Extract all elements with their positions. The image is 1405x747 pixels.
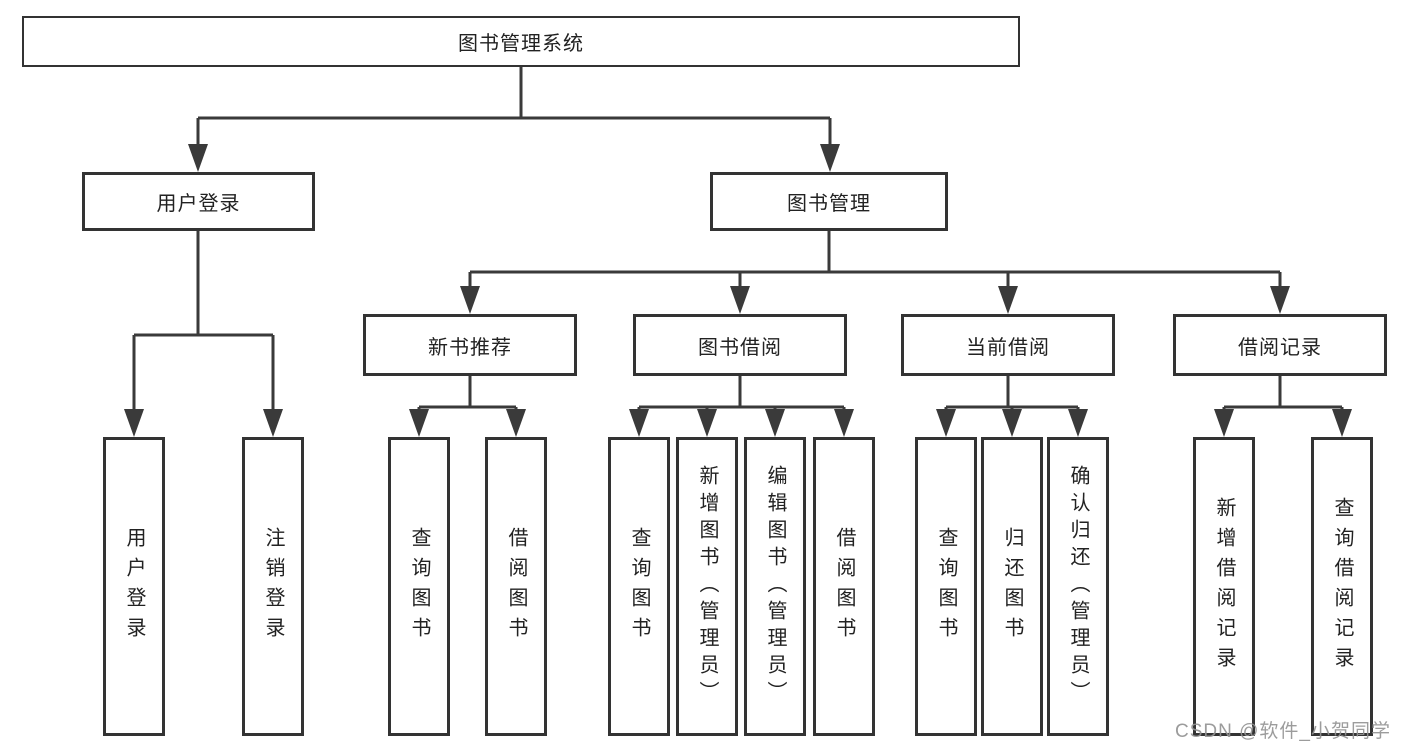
node-borrow-record-label: 借阅记录: [1238, 336, 1322, 359]
leaf-borrow-borrow-book-label: 借阅图书: [833, 526, 855, 647]
node-current-borrow-label: 当前借阅: [966, 336, 1050, 359]
leaf-edit-book-admin-label: 编辑图书（管理员）: [764, 465, 786, 708]
arrowheads: [124, 144, 1352, 437]
leaf-add-borrow-record: 新增借阅记录: [1193, 437, 1255, 736]
leaf-borrow-borrow-book: 借阅图书: [813, 437, 875, 736]
node-root-label: 图书管理系统: [458, 33, 584, 55]
node-user-login: 用户登录: [82, 172, 315, 231]
leaf-recommend-borrow-book: 借阅图书: [485, 437, 547, 736]
node-current-borrow: 当前借阅: [901, 314, 1115, 376]
leaf-return-book-label: 归还图书: [1001, 526, 1023, 647]
node-book-borrow-label: 图书借阅: [698, 336, 782, 359]
node-root: 图书管理系统: [22, 16, 1020, 67]
leaf-add-borrow-record-label: 新增借阅记录: [1213, 496, 1235, 677]
leaf-confirm-return-admin-label: 确认归还（管理员）: [1067, 465, 1089, 708]
leaf-recommend-query-book-label: 查询图书: [408, 526, 430, 647]
node-user-login-label: 用户登录: [156, 193, 241, 215]
node-borrow-record: 借阅记录: [1173, 314, 1387, 376]
leaf-current-query-book: 查询图书: [915, 437, 977, 736]
leaf-current-query-book-label: 查询图书: [935, 526, 957, 647]
leaf-logout: 注销登录: [242, 437, 304, 736]
leaf-return-book: 归还图书: [981, 437, 1043, 736]
leaf-recommend-query-book: 查询图书: [388, 437, 450, 736]
leaf-add-book-admin-label: 新增图书（管理员）: [696, 465, 718, 708]
leaf-query-borrow-record-label: 查询借阅记录: [1331, 496, 1353, 677]
node-book-borrow: 图书借阅: [633, 314, 847, 376]
leaf-borrow-query-book-label: 查询图书: [628, 526, 650, 647]
leaf-add-book-admin: 新增图书（管理员）: [676, 437, 738, 736]
leaf-confirm-return-admin: 确认归还（管理员）: [1047, 437, 1109, 736]
node-new-book-recommend-label: 新书推荐: [428, 336, 512, 359]
leaf-borrow-query-book: 查询图书: [608, 437, 670, 736]
node-book-management-label: 图书管理: [787, 193, 871, 215]
leaf-edit-book-admin: 编辑图书（管理员）: [744, 437, 806, 736]
leaf-user-login: 用户登录: [103, 437, 165, 736]
node-new-book-recommend: 新书推荐: [363, 314, 577, 376]
node-book-management: 图书管理: [710, 172, 948, 231]
leaf-logout-label: 注销登录: [262, 526, 284, 647]
leaf-recommend-borrow-book-label: 借阅图书: [505, 526, 527, 647]
leaf-query-borrow-record: 查询借阅记录: [1311, 437, 1373, 736]
leaf-user-login-label: 用户登录: [123, 526, 145, 647]
